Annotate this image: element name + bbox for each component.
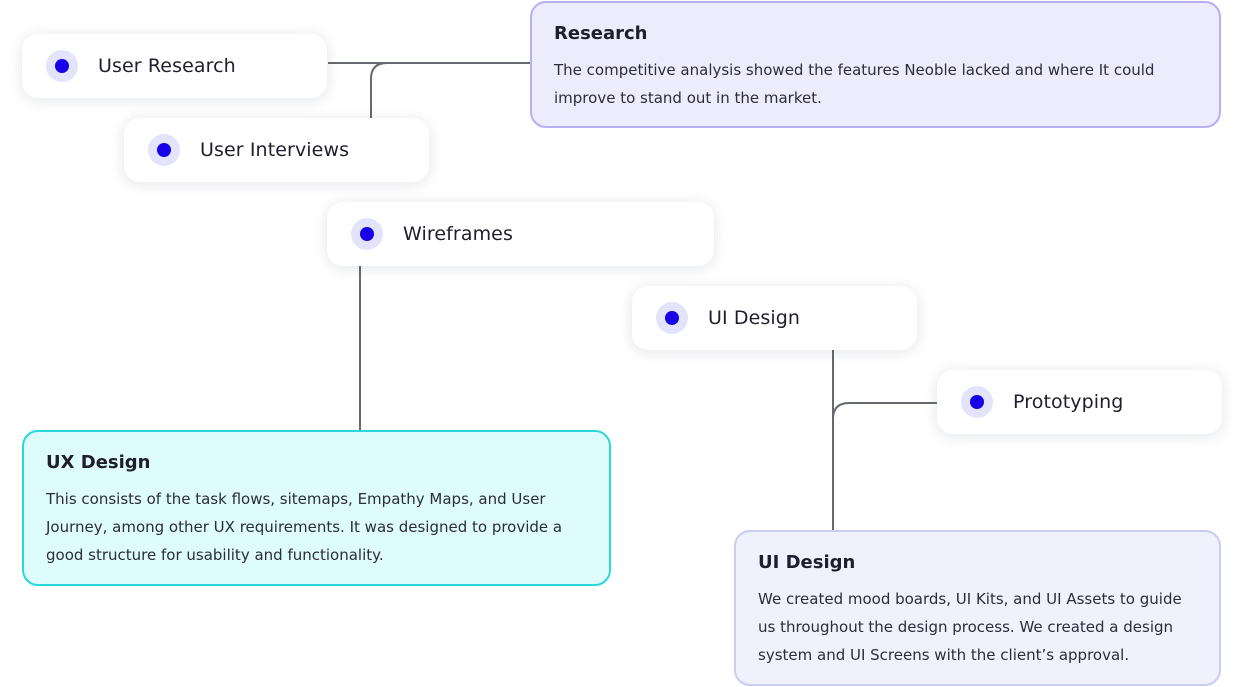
node-prototyping: Prototyping [937, 370, 1222, 434]
card-title: UX Design [46, 452, 151, 473]
card-description: We created mood boards, UI Kits, and UI … [758, 590, 1182, 664]
node-wireframes: Wireframes [327, 202, 714, 266]
connector-user-research-to-interviews [370, 62, 388, 118]
dot-icon [656, 302, 688, 334]
card-description: This consists of the task flows, sitemap… [46, 490, 563, 564]
node-label: UI Design [708, 307, 801, 329]
node-user-research: User Research [22, 34, 327, 98]
node-label: Prototyping [1013, 391, 1124, 413]
connector-ui-design-to-prototyping [832, 402, 937, 420]
dot-icon [46, 50, 78, 82]
node-user-interviews: User Interviews [124, 118, 429, 182]
ux-design-card: UX Design This consists of the task flow… [22, 430, 611, 586]
dot-icon [961, 386, 993, 418]
node-label: Wireframes [403, 223, 513, 245]
ui-design-card: UI Design We created mood boards, UI Kit… [734, 530, 1221, 686]
card-title: Research [554, 23, 648, 44]
card-title: UI Design [758, 552, 856, 573]
research-card: Research The competitive analysis showed… [530, 1, 1221, 128]
dot-icon [148, 134, 180, 166]
node-label: User Interviews [200, 139, 350, 161]
node-ui-design: UI Design [632, 286, 917, 350]
card-description: The competitive analysis showed the feat… [554, 61, 1155, 107]
node-label: User Research [98, 55, 236, 77]
dot-icon [351, 218, 383, 250]
